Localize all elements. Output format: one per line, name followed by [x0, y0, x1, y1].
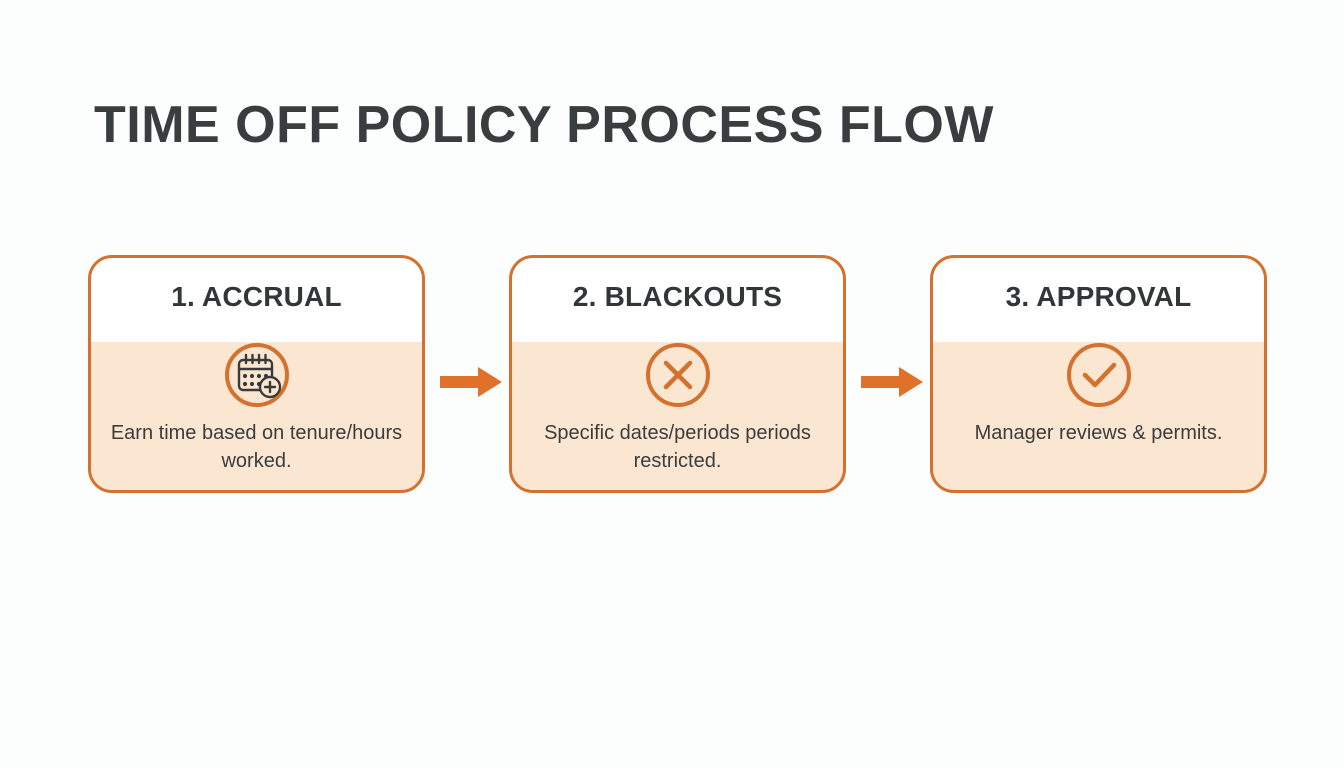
arrow-right-icon-1	[440, 365, 502, 399]
card-header-2: 2. BLACKOUTS	[572, 281, 783, 312]
card-description-2: Specific dates/periods periods restricte…	[544, 422, 811, 472]
calendar-plus-icon	[222, 340, 292, 410]
card-description-1: Earn time based on tenure/hours worked.	[110, 422, 403, 472]
card-description-3: Manager reviews & permits.	[974, 422, 1223, 444]
x-circle-icon	[643, 340, 713, 410]
card-header-3: 3. APPROVAL	[1005, 281, 1192, 312]
card-header-1: 1. ACCRUAL	[171, 281, 342, 312]
process-step-card-3[interactable]: 3. APPROVAL Manager reviews & permits.	[930, 255, 1267, 493]
page-title: TIME OFF POLICY PROCESS FLOW	[94, 96, 994, 154]
process-step-card-1[interactable]: 1. ACCRUAL	[88, 255, 425, 493]
process-step-card-2[interactable]: 2. BLACKOUTS Specific dates/periods peri…	[509, 255, 846, 493]
arrow-right-icon-2	[861, 365, 923, 399]
card-body-background	[933, 342, 1264, 490]
card-body-background	[512, 342, 843, 490]
process-flow-row: 1. ACCRUAL	[88, 255, 1268, 493]
check-circle-icon	[1064, 340, 1134, 410]
